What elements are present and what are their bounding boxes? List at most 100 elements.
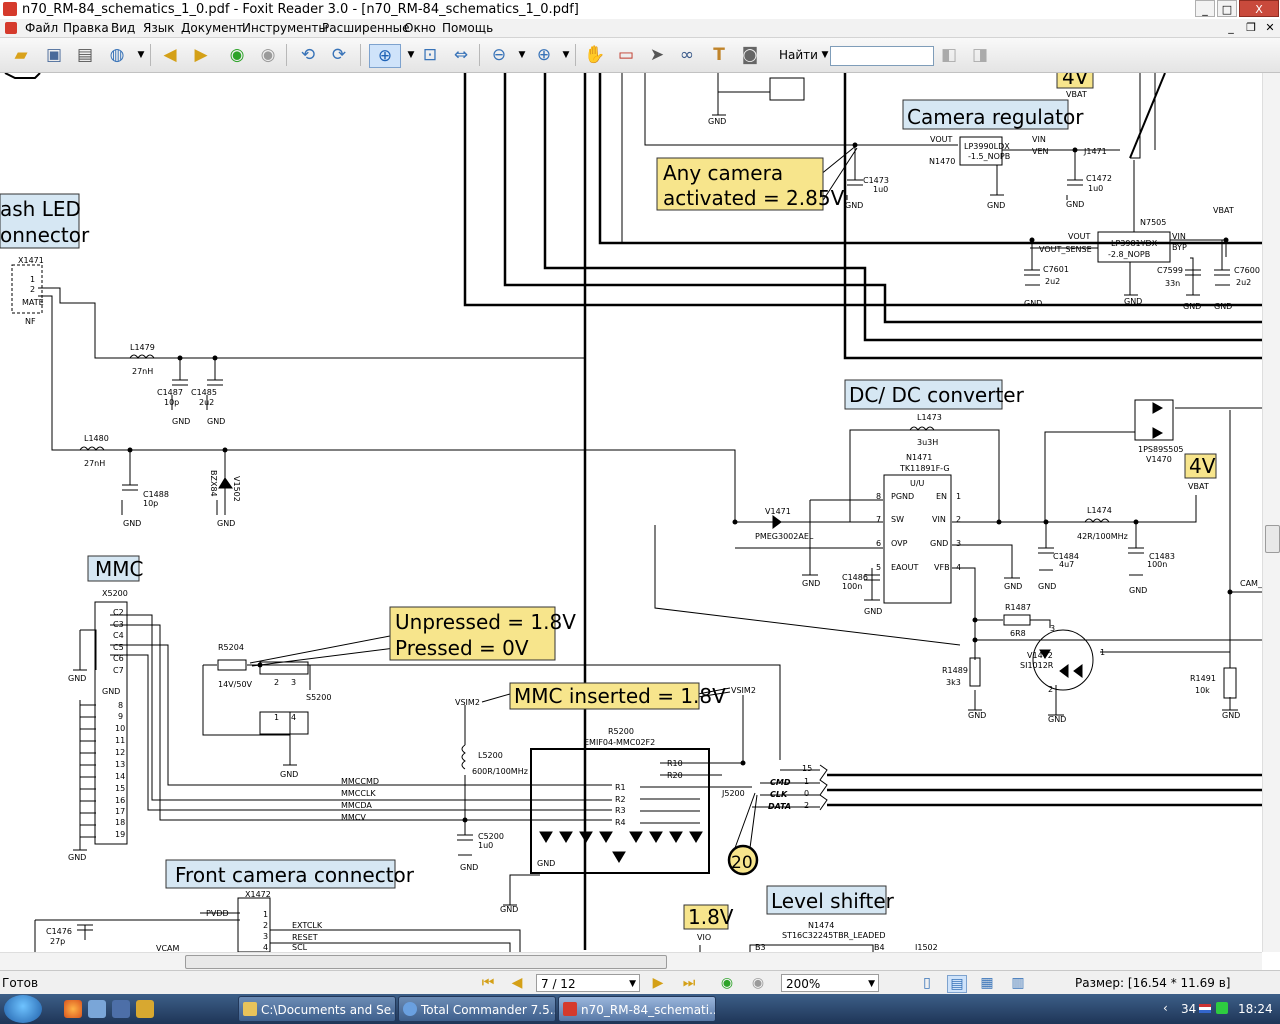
firefox-icon[interactable] [64,1000,82,1018]
facing-pages-icon[interactable]: ▦ [980,975,994,991]
horizontal-scroll-thumb[interactable] [185,955,667,969]
page-number-field[interactable]: 7 / 12▼ [536,974,640,992]
svg-text:GND: GND [123,519,141,528]
menu-edit[interactable]: Правка [63,21,109,35]
svg-text:10p: 10p [164,398,179,407]
rotate-left-icon[interactable]: ⟲ [300,45,316,65]
chevron-down-icon[interactable]: ▼ [629,979,636,989]
svg-text:C2: C2 [113,608,124,617]
taskbar-item-explorer[interactable]: C:\Documents and Se... [238,996,396,1022]
chevron-down-icon[interactable]: ▼ [562,50,570,60]
save-icon[interactable]: ▣ [45,45,63,65]
svg-text:10k: 10k [1195,686,1210,695]
tray-clock[interactable]: 18:24 [1238,1002,1273,1016]
continuous-page-icon[interactable]: ▤ [947,975,967,993]
menu-advanced[interactable]: Расширенные [322,21,410,35]
svg-text:EAOUT: EAOUT [891,563,919,572]
maximize-button[interactable]: □ [1217,0,1237,17]
app-quicklaunch-icon[interactable] [136,1000,154,1018]
svg-text:C1476: C1476 [46,927,72,936]
first-page-icon[interactable]: ⏮ [481,975,495,991]
binoculars-icon[interactable]: ∞ [679,45,695,65]
minimize-button[interactable]: _ [1195,0,1215,17]
menu-view[interactable]: Вид [111,21,136,35]
chevron-down-icon[interactable]: ▼ [518,50,526,60]
menu-window[interactable]: Окно [404,21,436,35]
zoom-in-icon[interactable]: ⊕ [536,45,552,65]
chevron-down-icon[interactable]: ▼ [868,979,875,989]
back-status-icon[interactable]: ◉ [720,975,734,991]
prev-page-status-icon[interactable]: ◀ [511,975,523,991]
svg-text:2: 2 [1048,685,1053,694]
next-page-status-icon[interactable]: ▶ [652,975,664,991]
svg-text:GND: GND [987,201,1005,210]
document-view[interactable]: Camera regulator Any camera activated = … [0,73,1262,952]
last-page-icon[interactable]: ⏭ [682,975,696,991]
chevron-down-icon[interactable]: ▼ [821,50,829,60]
vertical-scrollbar[interactable] [1262,73,1280,952]
hand-tool-icon[interactable]: ✋ [584,45,606,65]
tray-language[interactable]: 34 [1181,1002,1197,1016]
horizontal-scrollbar[interactable] [0,952,1262,970]
open-folder-icon[interactable]: ▰ [14,45,28,65]
prev-page-icon[interactable]: ◀ [163,45,177,65]
svg-text:VFB: VFB [934,563,950,572]
svg-text:4: 4 [263,943,268,952]
menu-language[interactable]: Язык [143,21,175,35]
camera-icon[interactable]: ◙ [741,45,759,65]
menu-file[interactable]: Файл [25,21,59,35]
continuous-facing-icon[interactable]: ▥ [1011,975,1025,991]
svg-text:GND: GND [1222,711,1240,720]
flag-icon[interactable] [1199,1004,1211,1013]
svg-text:0: 0 [804,789,809,798]
taskbar-item-total-commander[interactable]: Total Commander 7.5... [398,996,556,1022]
chevron-down-icon[interactable]: ▼ [137,50,145,60]
svg-text:I1502: I1502 [915,943,938,952]
forward-status-icon[interactable]: ◉ [751,975,765,991]
rotate-right-icon[interactable]: ⟳ [331,45,347,65]
vertical-scroll-thumb[interactable] [1265,525,1280,553]
mdi-minimize-button[interactable]: _ [1228,21,1234,34]
start-button[interactable] [4,995,42,1023]
svg-text:27p: 27p [50,937,65,946]
text-select-icon[interactable]: T [713,45,725,65]
fit-page-icon[interactable]: ⊡ [422,45,438,65]
svg-text:19: 19 [115,830,125,839]
svg-text:2: 2 [263,921,268,930]
svg-text:3: 3 [291,678,296,687]
show-desktop-icon[interactable] [88,1000,106,1018]
globe-icon[interactable]: ◍ [109,45,125,65]
svg-text:PMEG3002AEL: PMEG3002AEL [755,532,814,541]
svg-text:MMCCLK: MMCCLK [341,789,376,798]
svg-text:C7599: C7599 [1157,266,1183,275]
chevron-down-icon[interactable]: ▼ [407,50,415,60]
fit-width-icon[interactable]: ⇔ [453,45,469,65]
snapshot-tool-icon[interactable]: ▭ [617,45,635,65]
select-arrow-icon[interactable]: ➤ [649,45,665,65]
close-button[interactable]: X [1239,0,1279,17]
menu-document[interactable]: Документ [181,21,244,35]
menu-help[interactable]: Помощь [442,21,494,35]
print-icon[interactable]: ▤ [76,45,94,65]
svg-text:B4: B4 [874,943,885,952]
tray-chevron-icon[interactable]: ‹ [1163,1001,1168,1015]
menu-tools[interactable]: Инструменты [242,21,328,35]
back-icon[interactable]: ◉ [229,45,245,65]
find-previous-icon[interactable]: ◧ [940,45,958,65]
mdi-close-button[interactable]: ✕ [1265,21,1275,34]
save-disk-icon[interactable] [112,1000,130,1018]
svg-text:VIN: VIN [1172,232,1186,241]
zoom-out-icon[interactable]: ⊖ [491,45,507,65]
mdi-restore-button[interactable]: ❐ [1246,21,1256,34]
single-page-icon[interactable]: ▯ [923,975,931,991]
svg-text:C3: C3 [113,620,124,629]
zoom-tool-icon[interactable]: ⊕ [369,44,401,68]
find-next-icon[interactable]: ◨ [971,45,989,65]
svg-text:ST16C32245TBR_LEADED: ST16C32245TBR_LEADED [782,931,885,940]
forward-icon[interactable]: ◉ [260,45,276,65]
find-input[interactable] [830,46,934,66]
zoom-field[interactable]: 200%▼ [781,974,879,992]
network-status-icon[interactable] [1216,1002,1228,1014]
taskbar-item-foxit[interactable]: n70_RM-84_schemati... [558,996,716,1022]
next-page-icon[interactable]: ▶ [194,45,208,65]
